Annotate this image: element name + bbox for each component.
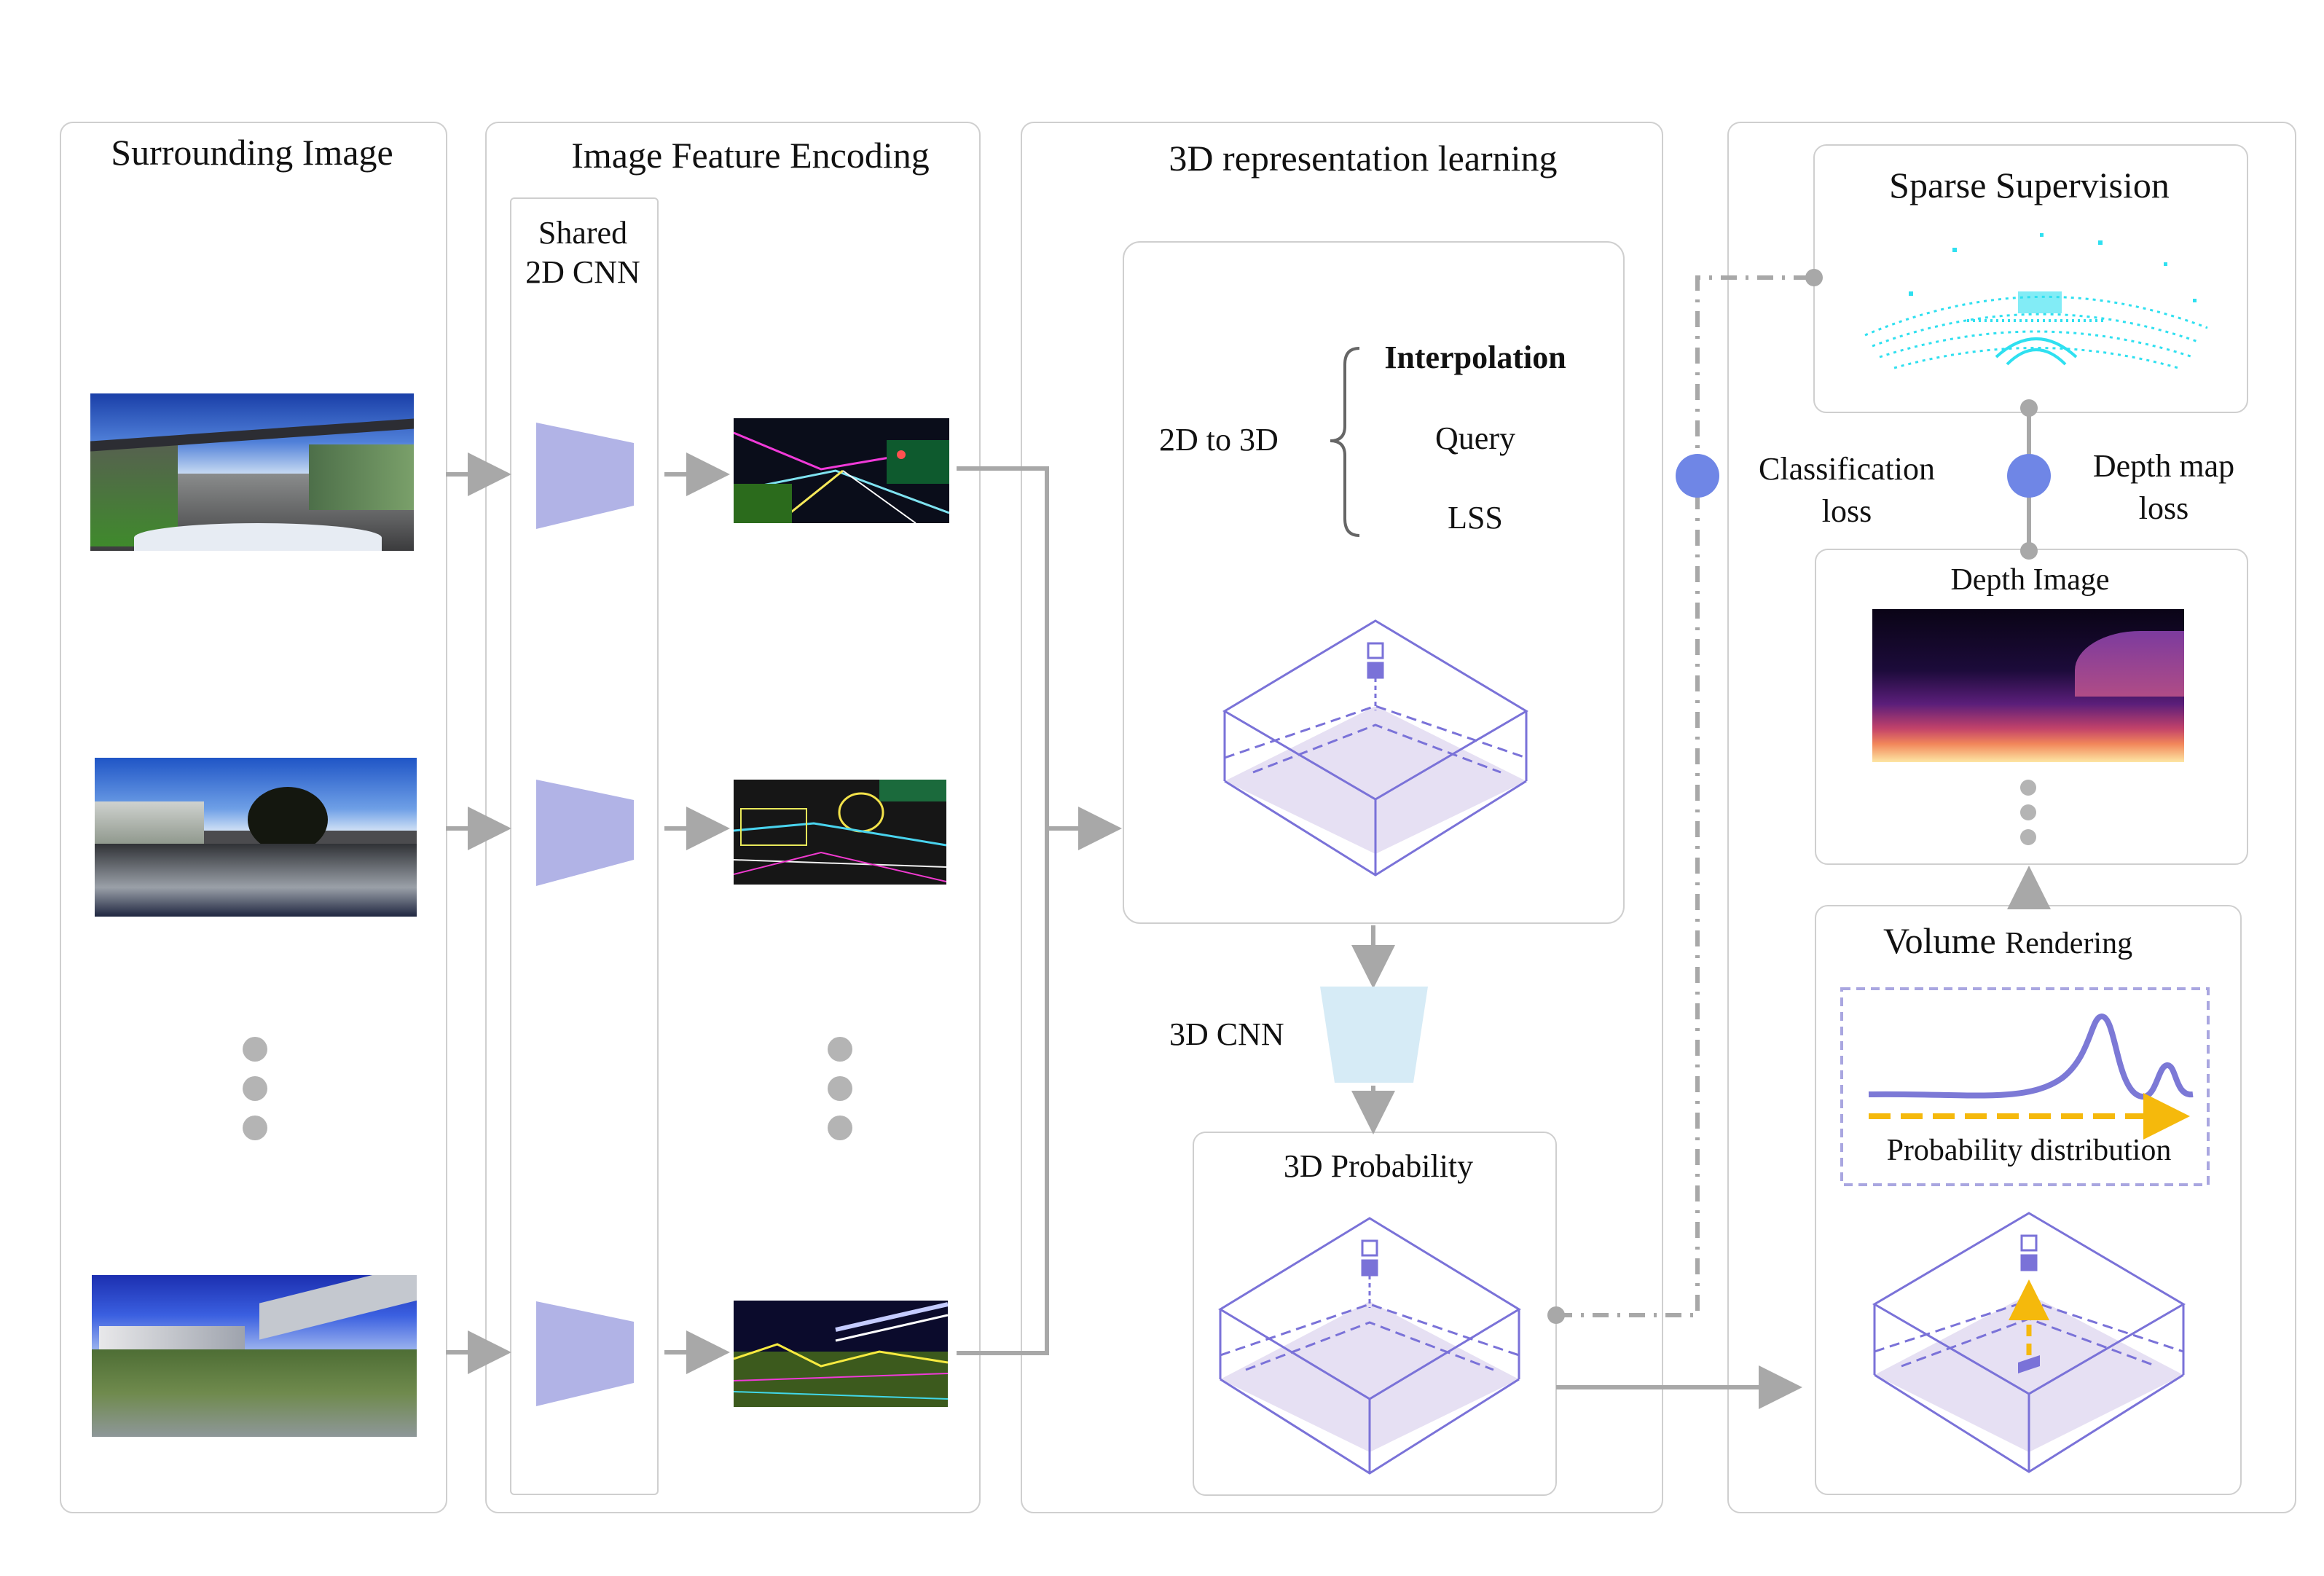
cnn3d-trapezoid [1320, 987, 1428, 1083]
ellipsis-dot [828, 1037, 852, 1062]
cnn3d-label: 3D CNN [1169, 1016, 1284, 1052]
depth-loss-line2: loss [2138, 490, 2189, 526]
ellipsis-dot [243, 1076, 267, 1101]
classification-loss-path [1556, 275, 1814, 1317]
lidar-point-cloud [1850, 219, 2222, 393]
depth-image-title: Depth Image [1950, 563, 2110, 597]
classification-loss-node [1676, 454, 1719, 498]
ellipsis-dot [243, 1037, 267, 1062]
volume-rendering-title: Volume Rendering [1883, 920, 2132, 962]
merge-arrows [957, 466, 1122, 1355]
feature-map-front [734, 418, 949, 523]
encoder-trapezoids [536, 423, 634, 1406]
feature-map-side [734, 780, 946, 885]
camera-image-front [90, 393, 414, 551]
depth-loss-line1: Depth map [2092, 448, 2235, 484]
lifting-prefix: 2D to 3D [1159, 422, 1279, 458]
camera-image-rear [92, 1275, 417, 1437]
voxel-cube-rendering [1872, 1212, 2186, 1473]
classification-loss-line1: Classification [1759, 451, 1935, 487]
representation-learning-title: 3D representation learning [1169, 138, 1558, 179]
voxel-cube-lifting [1222, 619, 1528, 877]
distribution-box [1840, 987, 2210, 1186]
volume-rendering-title-part1: Volume [1883, 920, 1996, 961]
ellipsis-dot [2020, 804, 2036, 820]
distribution-curve [1868, 1013, 2194, 1099]
depth-loss-node [2007, 454, 2051, 498]
volume-rendering-title-part2: Rendering [2005, 927, 2133, 960]
shared-cnn-label-line2: 2D CNN [525, 254, 640, 290]
lifting-option-interpolation: Interpolation [1384, 340, 1566, 375]
rendering-ray-origin [2018, 1355, 2040, 1373]
depth-image [1872, 609, 2184, 762]
lifting-option-lss: LSS [1448, 500, 1503, 536]
ellipsis-dot [2020, 829, 2036, 845]
surrounding-image-title: Surrounding Image [111, 132, 393, 173]
feature-map-rear [734, 1301, 948, 1407]
probability-title: 3D Probability [1283, 1148, 1474, 1184]
input-arrows [446, 452, 730, 1374]
probability-distribution-label: Probability distribution [1886, 1134, 2172, 1167]
ellipsis-dot [243, 1116, 267, 1140]
prob-output-node [1547, 1306, 1565, 1324]
sparse-input-node [1805, 269, 1823, 286]
camera-image-side [95, 758, 417, 917]
shared-cnn-label-line1: Shared [538, 215, 628, 251]
ellipsis-dot [2020, 780, 2036, 796]
ellipsis-dot [828, 1116, 852, 1140]
ellipsis-dot [828, 1076, 852, 1101]
sparse-supervision-title: Sparse Supervision [1889, 165, 2170, 205]
lifting-option-query: Query [1435, 420, 1515, 456]
options-brace [1330, 347, 1360, 537]
classification-loss-line2: loss [1821, 493, 1872, 529]
image-feature-encoding-title: Image Feature Encoding [571, 135, 930, 176]
voxel-cube-probability [1218, 1217, 1521, 1475]
